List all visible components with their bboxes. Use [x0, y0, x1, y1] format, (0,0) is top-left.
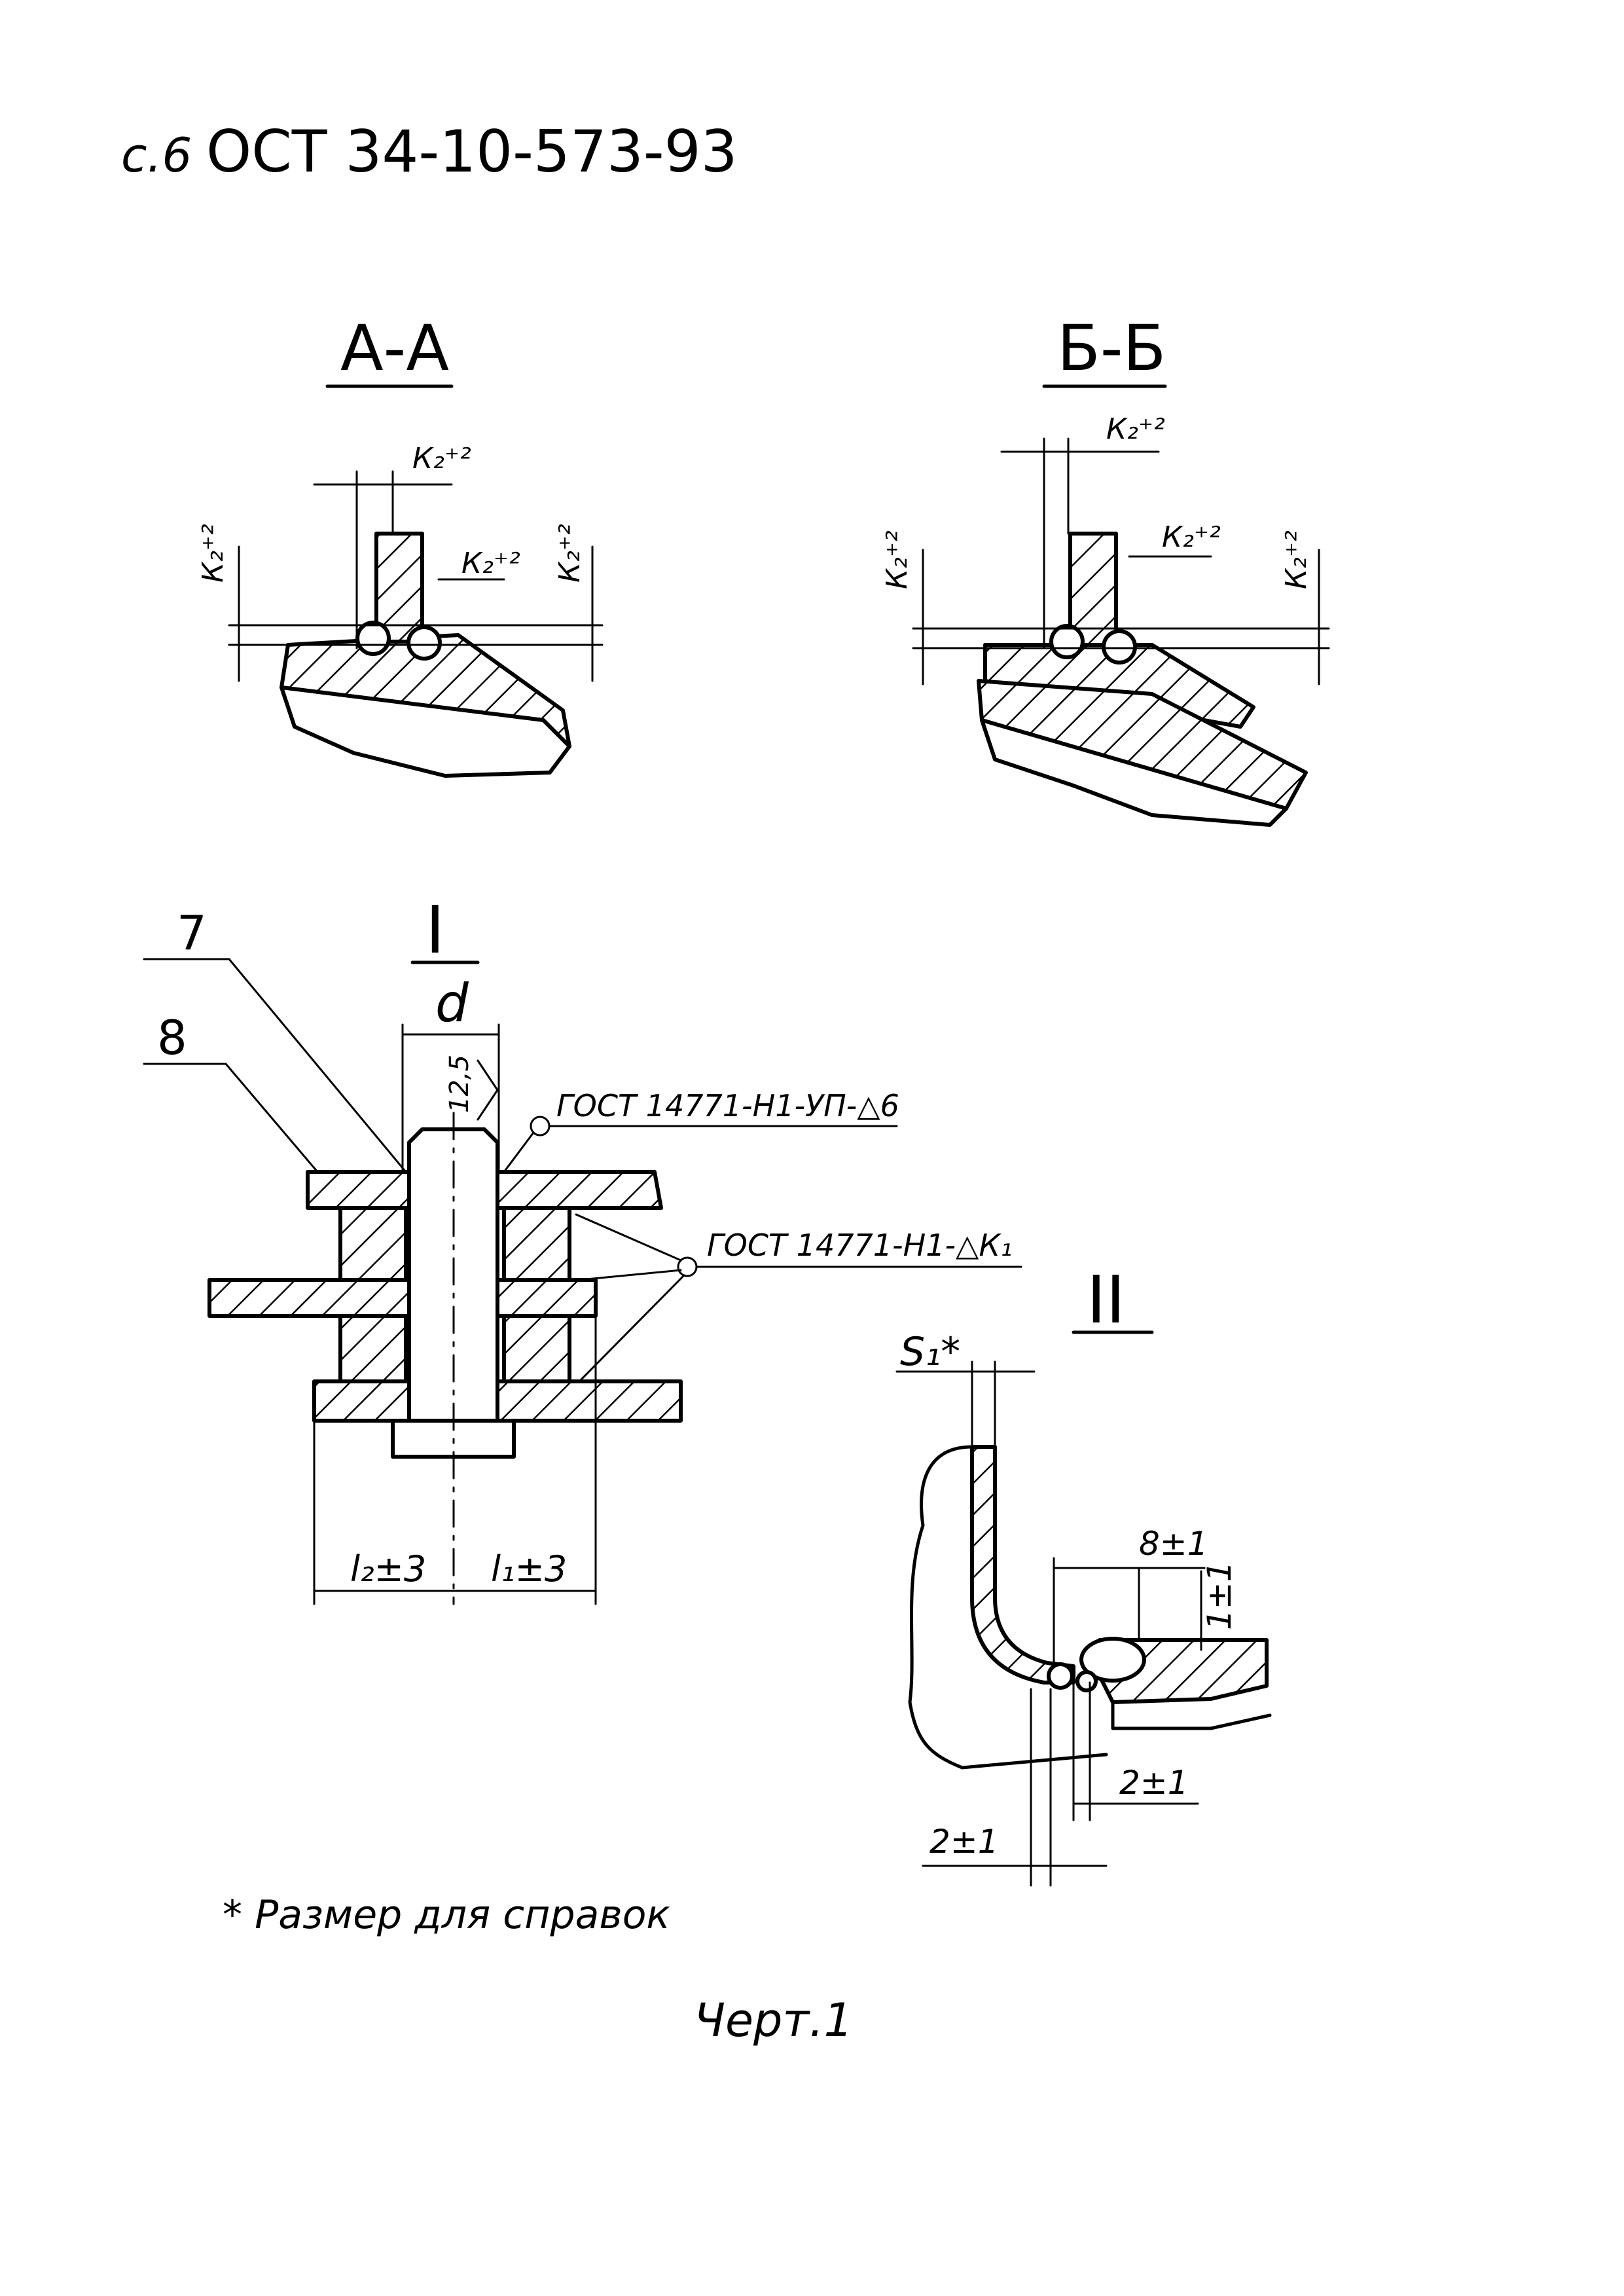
bb-k-right-vert: К₂⁺² [1280, 530, 1313, 589]
aa-k-left-vert: К₂⁺² [196, 524, 230, 583]
dim-2-right: 2±1 [1119, 1764, 1189, 1802]
plate-bb-bottom [977, 679, 1308, 811]
section-aa-title: А-А [340, 312, 449, 385]
position-7: 7 [177, 905, 207, 960]
middle-plate [208, 1278, 598, 1318]
detail-2-title: II [1087, 1262, 1125, 1338]
detail-1: I 7 8 d 12,5 ГОСТ 14771-Н1-УП- [143, 892, 1022, 1605]
section-bb: Б-Б К₂⁺² К₂⁺² К₂⁺² К₂⁺² [880, 312, 1330, 827]
page-number: с.6 [121, 128, 192, 183]
bb-k-top: К₂⁺² [1106, 412, 1165, 446]
weld-note-1: ГОСТ 14771-Н1-УП-△6 [556, 1088, 899, 1123]
position-8: 8 [157, 1010, 187, 1065]
rib-bb [1068, 532, 1118, 647]
aa-k-right: К₂⁺² [461, 547, 520, 580]
roughness-value: 12,5 [444, 1055, 475, 1113]
diameter-label: d [435, 973, 469, 1034]
detail-2: II S₁* 8±1 1±1 2±1 2±1 [895, 1262, 1272, 1887]
bb-k-right: К₂⁺² [1162, 520, 1221, 554]
break-contour [908, 1445, 1108, 1770]
detail-1-title: I [425, 892, 445, 968]
aa-k-top: К₂⁺² [412, 442, 471, 475]
aa-k-right-vert: К₂⁺² [553, 524, 586, 583]
standard-number: ОСТ 34-10-573-93 [206, 118, 738, 185]
section-bb-title: Б-Б [1057, 312, 1166, 385]
weld-note-2: ГОСТ 14771-Н1-△К₁ [707, 1228, 1013, 1263]
dim-1: 1±1 [1200, 1561, 1238, 1630]
dim-l2: l₂±3 [350, 1548, 426, 1590]
dim-8: 8±1 [1139, 1525, 1208, 1563]
bent-wall [970, 1445, 1075, 1685]
s1-label: S₁* [900, 1329, 960, 1375]
dim-l1: l₁±3 [491, 1548, 567, 1590]
footnote: * Размер для справок [223, 1892, 670, 1938]
section-aa: А-А К₂⁺² К₂⁺² К₂⁺² К₂⁺² [196, 312, 604, 778]
dim-2-left: 2±1 [929, 1823, 999, 1861]
bb-k-left-vert: К₂⁺² [880, 530, 914, 589]
figure-caption: Черт.1 [694, 1994, 853, 2047]
